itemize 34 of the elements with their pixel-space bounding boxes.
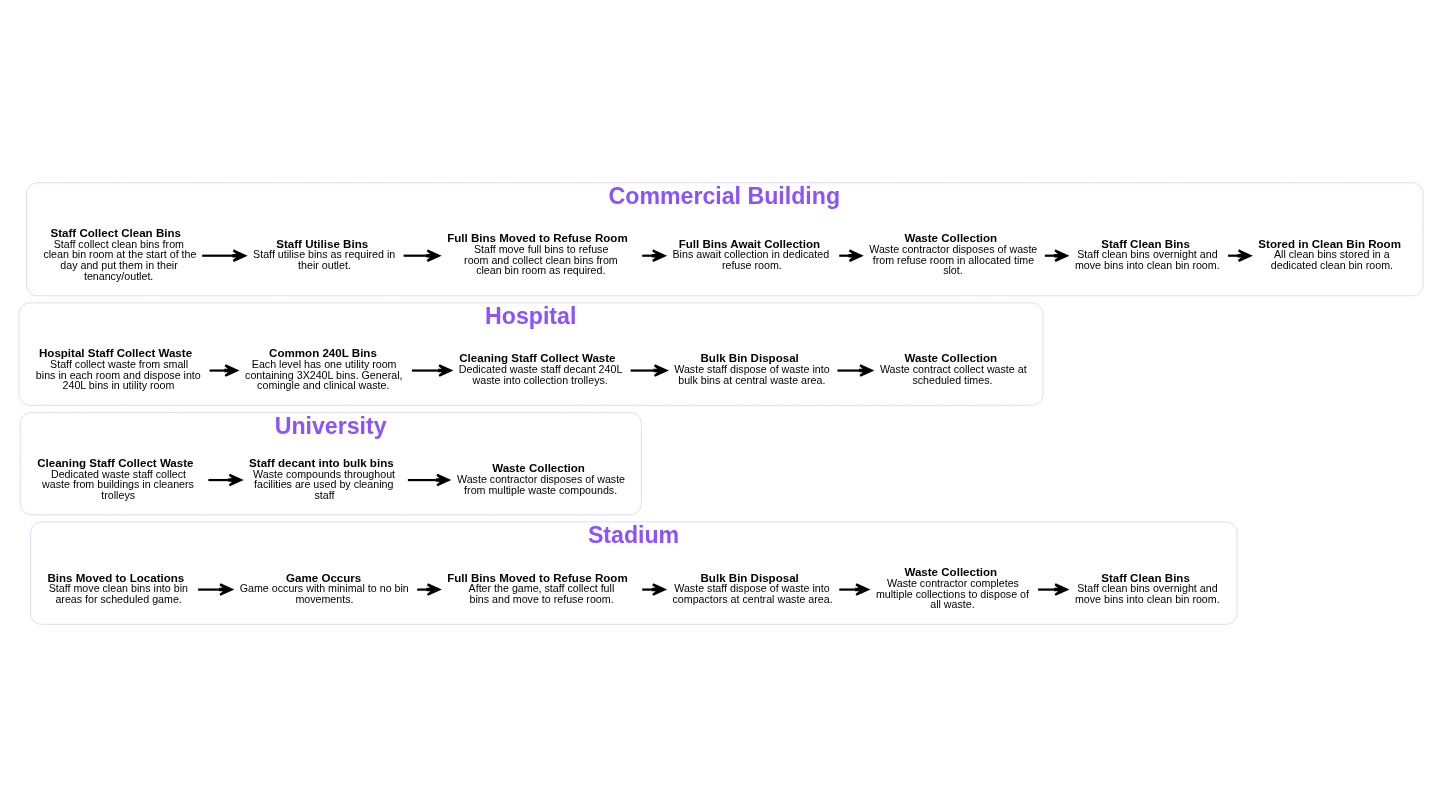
node-text: Cleaning Staff Collect Waste Dedicated waste staff decant 240L waste into collection trolleys.: [458, 351, 623, 386]
node-text: Hospital Staff Collect Waste Staff collect waste from small bins in each room and dispose into 240L bins in utility room: [35, 346, 201, 391]
node-text: Bins Moved to Locations Staff move clean bins into bin areas for scheduled game.: [47, 570, 188, 605]
node-text: Staff Clean Bins Staff clean bins overnight and move bins into clean bin room.: [1074, 237, 1220, 271]
arrow: [202, 248, 247, 262]
node-text: Common 240L Bins Each level has one utility room containing 3X240L bins. General, comingle and clinical waste.: [245, 346, 403, 391]
node-text: Staff Utilise Bins Staff utilise bins as required in their outlet.: [253, 237, 396, 271]
arrow: [1038, 582, 1068, 596]
arrow: [209, 363, 238, 377]
node-text: Bulk Bin Disposal Waste staff dispose of waste into compactors at central waste area.: [672, 570, 833, 605]
arrow: [417, 582, 441, 596]
node-text: Full Bins Moved to Refuse Room Staff move full bins to refuse room and collect clean bins from clean bin room as required.: [447, 231, 628, 276]
arrow: [198, 582, 233, 596]
node-text: Stored in Clean Bin Room All clean bins stored in a dedicated clean bin room.: [1258, 237, 1401, 271]
node-text: Full Bins Await Collection Bins await collection in dedicated refuse room.: [672, 237, 830, 271]
node-text: Staff decant into bulk bins Waste compounds throughout facilities are used by cleaning staff: [249, 456, 396, 501]
node-text: Full Bins Moved to Refuse Room After the game, staff collect full bins and move to refuse room.: [447, 570, 628, 605]
arrow: [837, 363, 873, 377]
node-text: Game Occurs Game occurs with minimal to no bin movements.: [239, 570, 409, 605]
node-text: Staff Collect Clean Bins Staff collect clean bins from clean bin room at the start of the day and put them in their tenancy/outlet.: [43, 226, 197, 282]
node-text: Staff Clean Bins Staff clean bins overnight and move bins into clean bin room.: [1074, 570, 1220, 605]
arrow: [630, 363, 668, 377]
node-text: Waste Collection Waste contractor completes multiple collections to dispose of all waste.: [875, 565, 1029, 610]
arrow: [208, 473, 243, 486]
arrow: [839, 582, 869, 596]
node-text: Waste Collection Waste contract collect waste at scheduled times.: [879, 351, 1027, 386]
arrow: [407, 473, 450, 486]
node-text: Bulk Bin Disposal Waste staff dispose of waste into bulk bins at central waste area.: [674, 351, 830, 386]
arrow: [403, 248, 441, 262]
arrow: [642, 582, 666, 596]
node-text: Waste Collection Waste contractor disposes of waste from multiple waste compounds.: [457, 461, 626, 496]
arrow: [411, 363, 452, 377]
node-text: Waste Collection Waste contractor disposes of waste from refuse room in allocated time slot.: [869, 231, 1038, 276]
node-text: Cleaning Staff Collect Waste Dedicated waste staff collect waste from buildings in cleaners trolleys: [37, 456, 194, 501]
